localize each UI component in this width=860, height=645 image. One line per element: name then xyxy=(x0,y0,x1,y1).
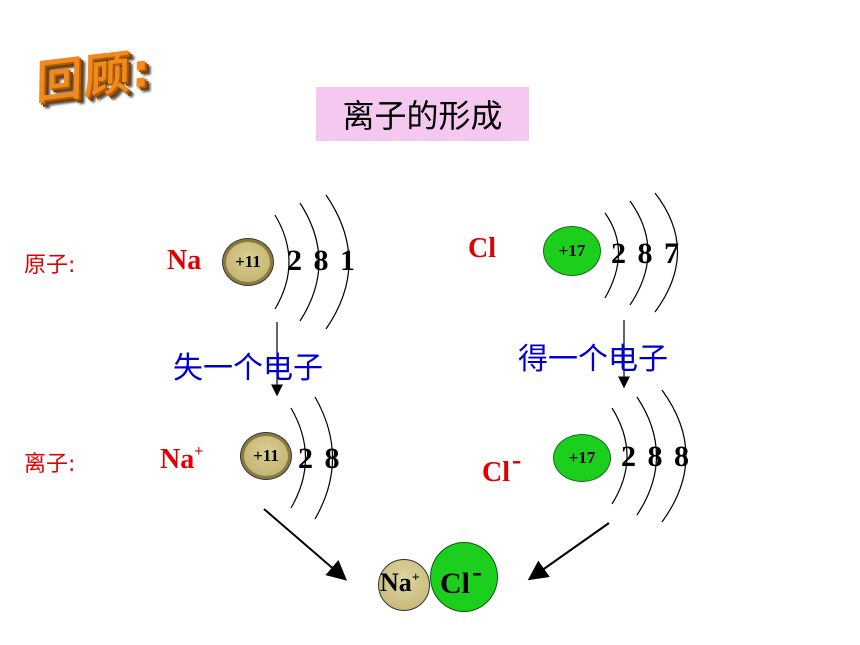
na-ion-nucleus: +11 xyxy=(240,432,292,480)
na-lose-electron-label: 失一个电子 xyxy=(173,351,323,386)
na-atom-nucleus: +11 xyxy=(222,238,274,286)
cl-to-product-arrow xyxy=(527,522,610,581)
na-ion-symbol: Na+ xyxy=(160,442,204,475)
product-na-ion xyxy=(378,559,430,611)
na-atom-shells xyxy=(274,194,350,330)
na-ion-charge: + xyxy=(194,442,204,460)
na-ion-shells xyxy=(290,396,334,520)
product-na-label: Na+ xyxy=(380,568,420,597)
cl-atom-symbol: Cl xyxy=(468,233,496,264)
na-to-product-arrow xyxy=(263,508,348,581)
cl-ion-shells xyxy=(611,389,687,523)
cl-ion-electrons: 2 8 8 xyxy=(621,440,689,473)
cl-atom-electrons: 2 8 7 xyxy=(611,237,679,270)
product-cl-label: Cl- xyxy=(440,555,482,600)
ion-row-label: 离子: xyxy=(24,452,76,477)
cl-ion-charge: - xyxy=(512,445,522,476)
na-ion-electrons: 2 8 xyxy=(298,442,340,475)
cl-atom-shells xyxy=(604,192,679,313)
product-cl-ion xyxy=(430,542,498,612)
cl-ion-nucleus: +17 xyxy=(553,434,611,482)
cl-gain-electron-label: 得一个电子 xyxy=(518,342,668,377)
atom-row-label: 原子: xyxy=(24,253,76,278)
page-title: 离子的形成 xyxy=(342,97,503,135)
cl-ion-symbol: Cl- xyxy=(482,445,522,488)
title-box: 离子的形成 xyxy=(316,87,529,141)
na-atom-electrons: 2 8 1 xyxy=(287,244,355,277)
cl-atom-nucleus: +17 xyxy=(543,226,601,276)
na-atom-symbol: Na xyxy=(167,245,202,276)
